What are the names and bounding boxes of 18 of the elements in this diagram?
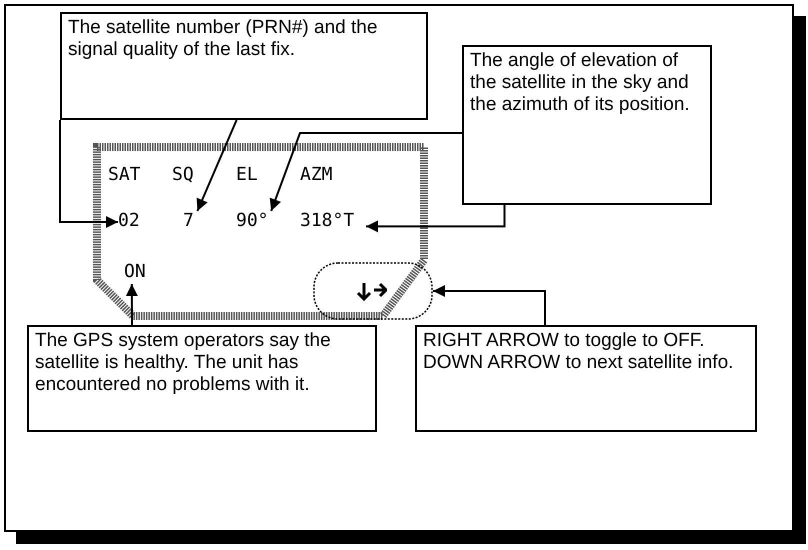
callout-box: The satellite number (PRN#) and the signal quality of the last fix. <box>60 12 428 120</box>
callout-box: The GPS system operators say the satellite is healthy. The unit has encountered no problems with it. <box>27 325 377 432</box>
azimuth-value: 318°T <box>300 211 366 233</box>
satellite-number: 02 <box>118 211 148 233</box>
leader-arrow <box>59 120 118 228</box>
column-heading: SAT <box>108 165 141 185</box>
leader-arrow <box>433 285 546 325</box>
column-heading: SQ <box>172 165 194 185</box>
leader-arrow <box>196 120 238 212</box>
callout-box: The angle of elevation of the satellite in the sky and the azimuth of its position. <box>462 45 712 205</box>
health-status: ON <box>124 262 150 284</box>
elevation-value: 90° <box>236 211 280 233</box>
leader-arrow <box>270 132 462 212</box>
callout-box: RIGHT ARROW to toggle to OFF. DOWN ARROW to next satellite info. <box>415 325 757 432</box>
signal-quality: 7 <box>183 211 199 233</box>
column-heading: AZM <box>300 165 333 185</box>
column-heading: EL <box>236 165 258 185</box>
leader-arrow <box>366 205 506 232</box>
